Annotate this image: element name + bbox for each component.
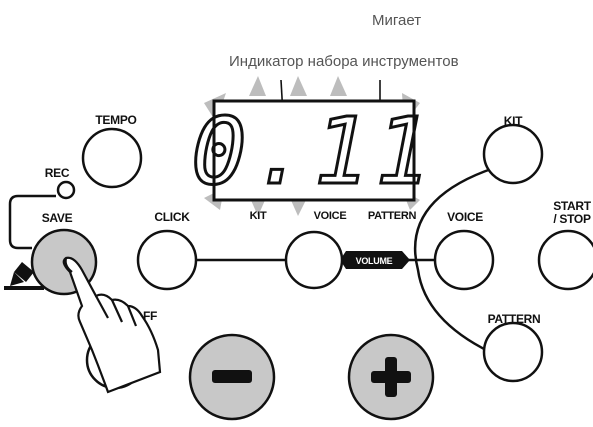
blink-caption: Мигает [372, 12, 422, 29]
minus-button[interactable] [188, 333, 276, 421]
kit-indicator-caption: Индикатор набора инструментов [229, 53, 459, 70]
display-digits: 0.11 [191, 98, 437, 205]
plus-icon [371, 357, 411, 397]
volume-tag: VOLUME [340, 251, 410, 269]
start-stop-label-line2: / STOP [553, 212, 591, 226]
click-button[interactable] [136, 229, 198, 291]
pattern-label: PATTERN [488, 312, 541, 326]
hand-pointer-icon [62, 256, 162, 394]
partial-off-label: FF [143, 309, 157, 323]
indicator-label-kit: KIT [250, 210, 267, 222]
voice-button[interactable] [433, 229, 495, 291]
click-label: CLICK [154, 210, 190, 224]
connector-lines [8, 166, 495, 354]
minus-icon [212, 370, 252, 383]
indicator-label-voice: VOICE [314, 210, 347, 222]
led-display [212, 99, 416, 202]
start-stop-label-line1: START [553, 199, 592, 213]
start-stop-button[interactable] [537, 229, 593, 291]
kit-button[interactable] [482, 123, 544, 185]
rec-label: REC [45, 166, 70, 180]
pencil-icon [4, 262, 44, 290]
volume-button[interactable] [284, 230, 344, 290]
pattern-button[interactable] [482, 321, 544, 383]
tempo-label: TEMPO [95, 113, 136, 127]
indicator-label-pattern: PATTERN [368, 210, 417, 222]
voice-label: VOICE [447, 210, 483, 224]
rec-led [56, 180, 76, 200]
save-label: SAVE [42, 211, 73, 225]
tempo-button[interactable] [81, 127, 143, 189]
plus-button[interactable] [347, 333, 435, 421]
svg-text:VOLUME: VOLUME [356, 256, 393, 266]
